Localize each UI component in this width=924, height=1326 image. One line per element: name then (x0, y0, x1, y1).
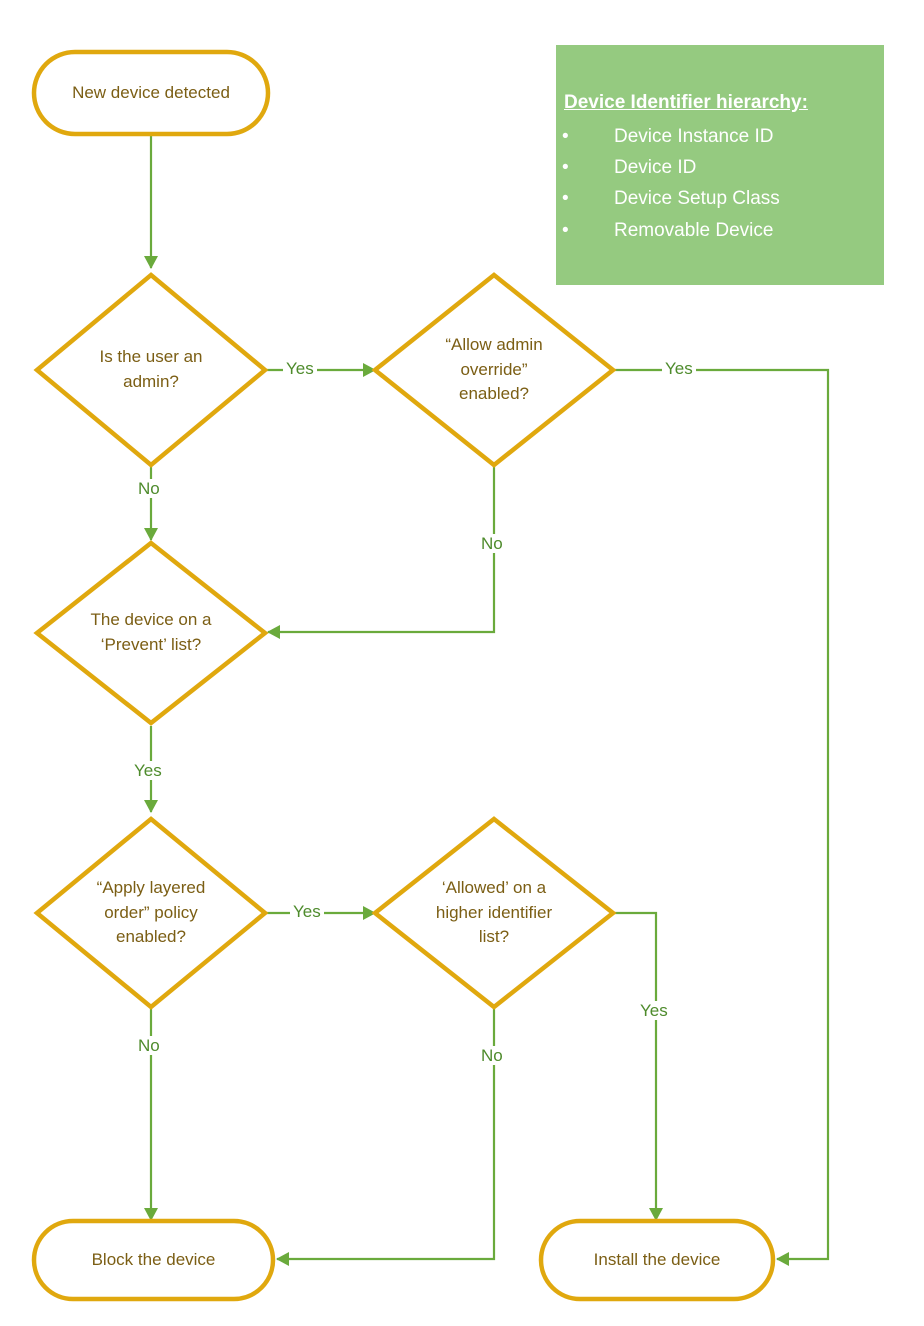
legend-title: Device Identifier hierarchy: (564, 92, 808, 113)
node-block[interactable] (31, 1218, 276, 1302)
node-prevent-list[interactable] (33, 540, 269, 726)
node-layered-order[interactable] (33, 816, 269, 1010)
bullet-icon: • (562, 156, 569, 178)
legend-item: • Device Setup Class (556, 183, 884, 214)
connector-allowed-higher-no (276, 1009, 496, 1266)
edge-label-prevent-list-yes: Yes (131, 761, 165, 780)
bullet-icon: • (562, 125, 569, 147)
bullet-icon: • (562, 188, 569, 210)
legend-item: • Device Instance ID (556, 121, 884, 152)
legend-panel: Device Identifier hierarchy: • Device In… (556, 45, 884, 285)
node-admin-override[interactable] (371, 272, 617, 468)
legend-item: • Removable Device (556, 215, 884, 246)
legend-item: • Device ID (556, 152, 884, 183)
node-install[interactable] (538, 1218, 776, 1302)
connector-admin-override-yes (613, 368, 830, 1266)
legend-item-label: Device Instance ID (614, 125, 774, 147)
legend-item-label: Device Setup Class (614, 188, 780, 210)
edge-label-admin-override-yes: Yes (662, 359, 696, 378)
edge-label-layered-order-no: No (135, 1036, 163, 1055)
edge-label-allowed-higher-no: No (478, 1046, 506, 1065)
edge-label-layered-order-yes: Yes (290, 902, 324, 921)
node-is-admin[interactable] (33, 272, 269, 468)
connector-layer (144, 134, 830, 1266)
edge-label-is-admin-yes: Yes (283, 359, 317, 378)
node-layer (31, 49, 776, 1302)
bullet-icon: • (562, 219, 569, 241)
edge-label-is-admin-no: No (135, 479, 163, 498)
legend-item-label: Device ID (614, 156, 697, 178)
connector-admin-override-no (267, 466, 496, 639)
legend-list: • Device Instance ID • Device ID • Devic… (556, 121, 884, 246)
edge-label-admin-override-no: No (478, 534, 506, 553)
connector-allowed-higher-yes (613, 911, 663, 1221)
edge-label-allowed-higher-yes: Yes (637, 1001, 671, 1020)
node-allowed-higher[interactable] (371, 816, 617, 1010)
node-start[interactable] (31, 49, 271, 137)
legend-item-label: Removable Device (614, 219, 774, 241)
